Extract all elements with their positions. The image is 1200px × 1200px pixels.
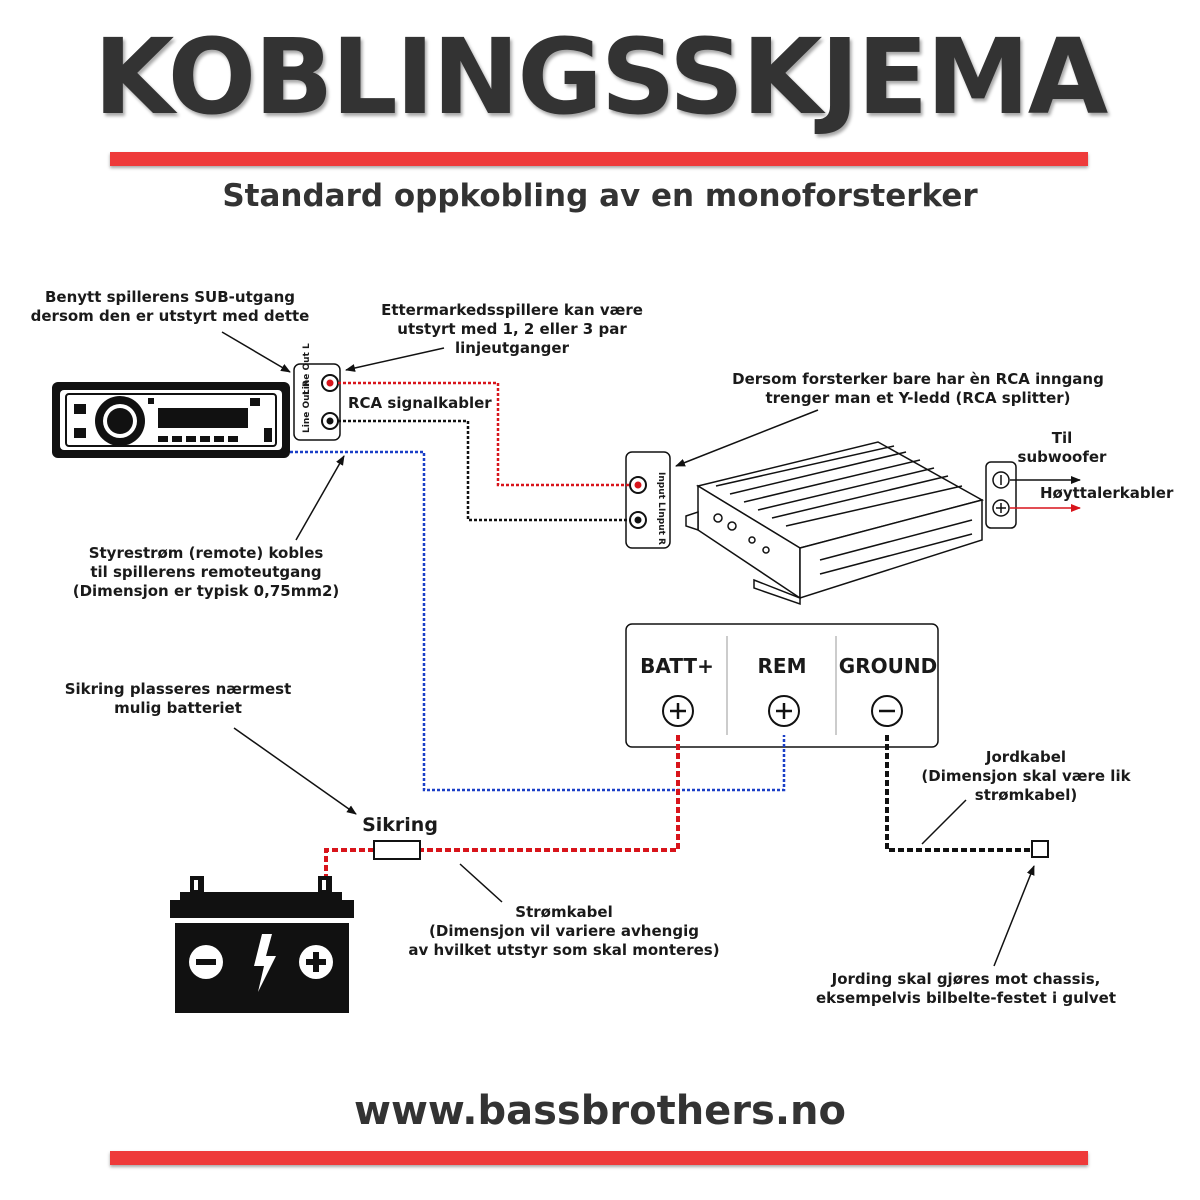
pointer-y-split (675, 409, 819, 467)
page-title: KOBLINGSSKJEMA (93, 16, 1108, 138)
fuse-label: Sikring (362, 814, 438, 836)
power-terminal-panel (625, 623, 939, 748)
line-out-r-label: Line Out R (302, 380, 312, 433)
rca-cable-right (338, 419, 630, 522)
note-power-cable: Strømkabel(Dimensjon vil variere avhengi… (408, 903, 720, 959)
note-rca-cables: RCA signalkabler (348, 394, 492, 412)
power-cable (420, 735, 680, 852)
note-speaker-cables: Høyttalerkabler (1040, 484, 1174, 502)
input-l-label: Input L (656, 472, 666, 508)
chassis-ground-point (1031, 840, 1049, 858)
pointer-remote (295, 455, 345, 541)
pointer-aftermarket (345, 347, 445, 372)
fuse-icon (373, 840, 421, 860)
pointer-sub-output (221, 331, 291, 373)
footer-url[interactable]: www.bassbrothers.no (354, 1088, 846, 1134)
pointer-fuse (233, 727, 357, 815)
terminal-batt-label: BATT+ (640, 654, 714, 678)
pointer-ground-cable (921, 799, 967, 845)
terminal-ground-label: GROUND (838, 654, 938, 678)
note-grounding: Jording skal gjøres mot chassis,eksempel… (815, 970, 1117, 1007)
pointer-grounding (993, 865, 1035, 967)
ground-cable (885, 735, 1032, 852)
pointer-power (459, 863, 503, 903)
page-subtitle: Standard oppkobling av en monoforsterker (222, 178, 978, 214)
battery-icon (170, 876, 354, 1013)
input-r-label: Input R (656, 508, 666, 545)
head-unit-icon (52, 382, 290, 458)
amplifier-icon (685, 441, 984, 606)
remote-wire (290, 450, 786, 792)
footer-underline (110, 1151, 1088, 1165)
terminal-rem-label: REM (757, 654, 807, 678)
lightning-icon (254, 934, 276, 992)
rca-cable-left (338, 381, 630, 487)
power-cable-battery (324, 848, 374, 876)
note-y-split: Dersom forsterker bare har èn RCA inngan… (732, 370, 1104, 407)
title-underline (110, 152, 1088, 166)
